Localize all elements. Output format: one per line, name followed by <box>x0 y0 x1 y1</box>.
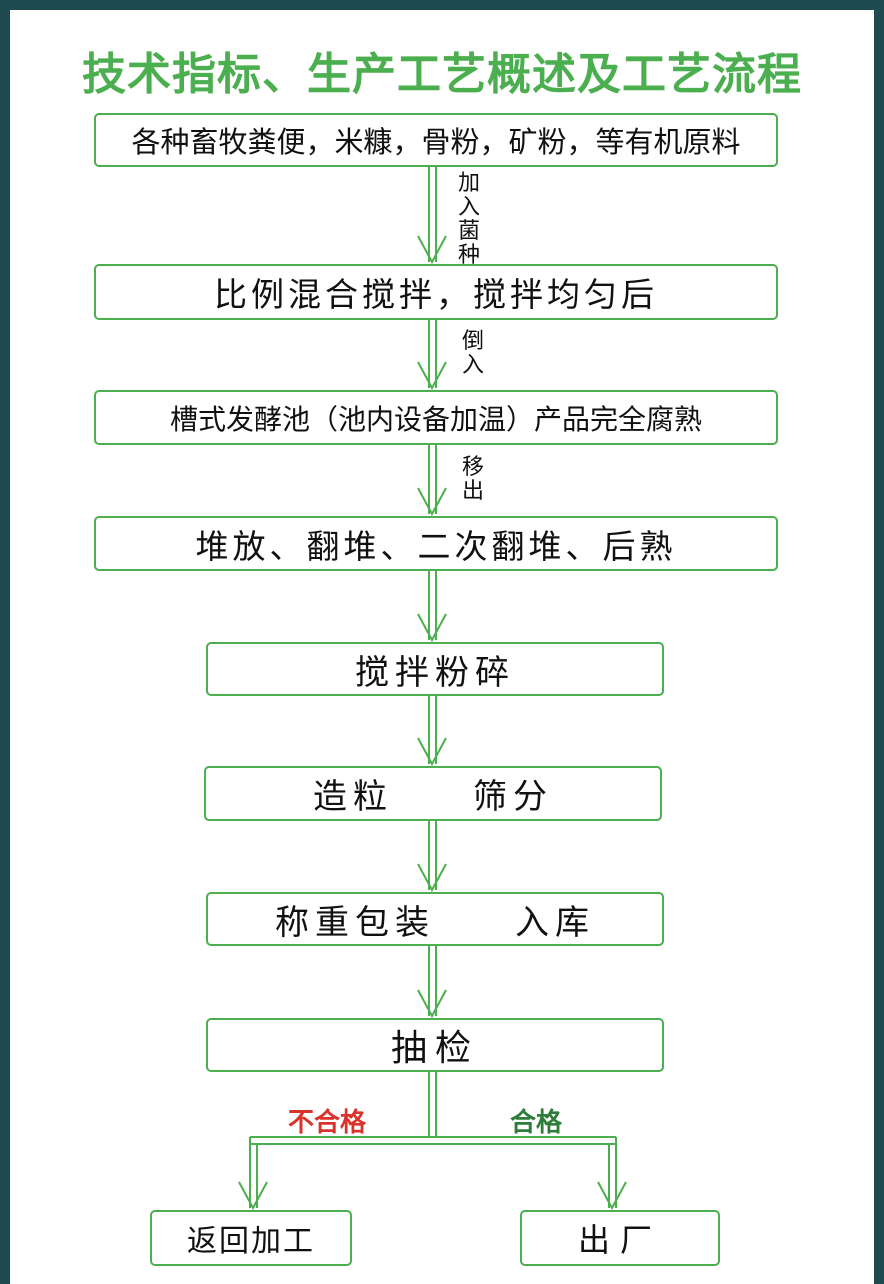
step-sampling-label: 抽检 <box>390 1028 479 1069</box>
connector-add-bacteria: 加入菌种 <box>457 171 480 268</box>
connector-pour-in: 倒入 <box>461 329 484 378</box>
step-sampling: 抽检 <box>206 1018 664 1072</box>
step-crushing-label: 搅拌粉碎 <box>355 652 515 693</box>
step-fermentation-label: 槽式发酵池（池内设备加温）产品完全腐熟 <box>169 402 702 436</box>
step-mixing-label: 比例混合搅拌，搅拌均匀后 <box>214 275 658 314</box>
step-weigh-pack-store: 称重包装 入库 <box>206 892 664 946</box>
connector-move-out: 移出 <box>461 455 484 504</box>
step-ship-out: 出厂 <box>520 1210 720 1266</box>
step-raw-materials: 各种畜牧粪便，米糠，骨粉，矿粉，等有机原料 <box>94 113 778 167</box>
step-rework: 返回加工 <box>150 1210 352 1266</box>
branch-fail-label: 不合格 <box>288 1108 367 1138</box>
step-granulate-screen-label: 造粒 筛分 <box>313 777 553 817</box>
frame-top <box>0 0 884 10</box>
step-mixing: 比例混合搅拌，搅拌均匀后 <box>94 264 778 320</box>
step-crushing: 搅拌粉碎 <box>206 642 664 696</box>
step-stacking: 堆放、翻堆、二次翻堆、后熟 <box>94 516 778 571</box>
step-raw-materials-label: 各种畜牧粪便，米糠，骨粉，矿粉，等有机原料 <box>131 125 741 159</box>
step-ship-out-label: 出厂 <box>577 1221 662 1259</box>
step-stacking-label: 堆放、翻堆、二次翻堆、后熟 <box>195 526 677 566</box>
frame-right <box>874 0 884 1284</box>
frame-left <box>0 0 10 1284</box>
branch-pass-label: 合格 <box>510 1108 563 1138</box>
step-rework-label: 返回加工 <box>187 1224 315 1259</box>
page-title: 技术指标、生产工艺概述及工艺流程 <box>82 49 802 100</box>
step-fermentation: 槽式发酵池（池内设备加温）产品完全腐熟 <box>94 390 778 445</box>
step-weigh-pack-store-label: 称重包装 入库 <box>275 902 595 943</box>
step-granulate-screen: 造粒 筛分 <box>204 766 662 821</box>
